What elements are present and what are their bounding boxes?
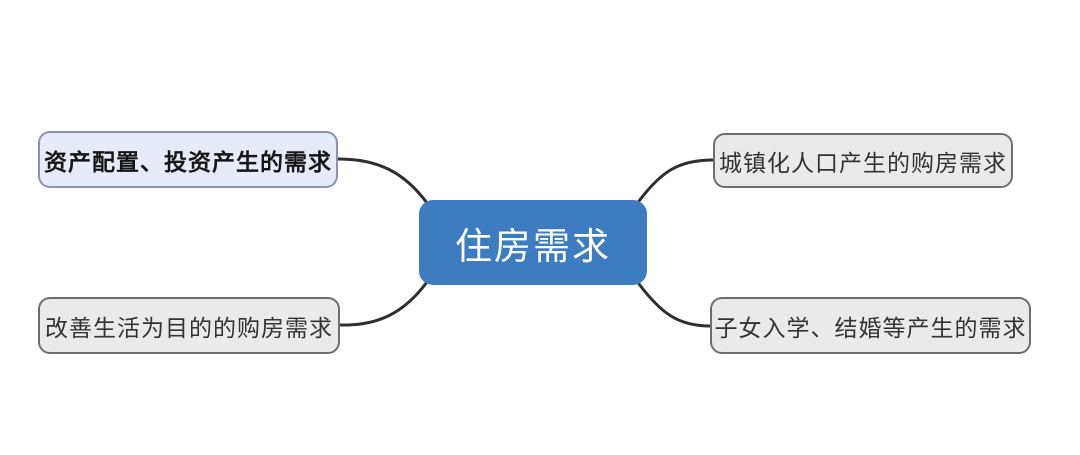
connector-top-right [637, 158, 715, 203]
branch-node-urbanization: 城镇化人口产生的购房需求 [713, 133, 1013, 188]
branch-node-label: 资产配置、投资产生的需求 [44, 148, 332, 175]
branch-node-label: 城镇化人口产生的购房需求 [719, 149, 1007, 176]
connector-bottom-left [338, 280, 429, 327]
branch-node-asset-allocation: 资产配置、投资产生的需求 [38, 131, 338, 188]
connector-top-left [336, 157, 429, 205]
branch-node-schooling-marriage: 子女入学、结婚等产生的需求 [710, 297, 1031, 354]
branch-node-label: 改善生活为目的的购房需求 [45, 314, 333, 341]
root-node-label: 住房需求 [455, 225, 611, 267]
branch-node-label: 子女入学、结婚等产生的需求 [714, 314, 1027, 341]
branch-node-life-improvement: 改善生活为目的的购房需求 [38, 297, 340, 354]
root-node-housing-demand: 住房需求 [419, 200, 647, 285]
connector-bottom-right [637, 282, 712, 328]
